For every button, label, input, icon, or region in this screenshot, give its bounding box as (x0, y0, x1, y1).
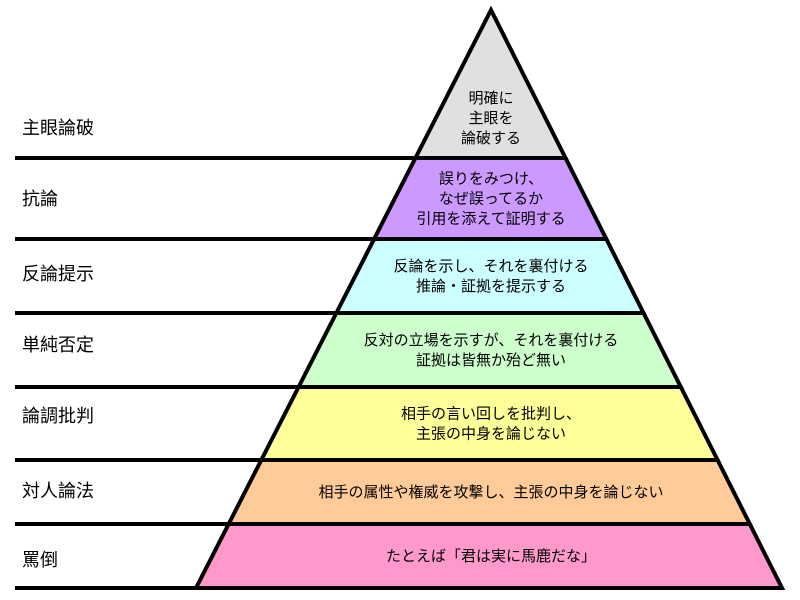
tier-description: たとえば「君は実に馬鹿だな」 (386, 547, 596, 565)
tier-description: 論破する (461, 129, 521, 147)
level-label: 罵倒 (22, 550, 58, 571)
pyramid-tier: 論調批判 相手の言い回しを批判し、主張の中身を論じない (15, 385, 721, 462)
tier-description: 証拠は皆無か殆ど無い (416, 351, 566, 369)
tier-description: 反対の立場を示すが、それを裏付ける (364, 331, 619, 349)
tier-shape (258, 385, 721, 462)
tier-description: 相手の属性や権威を攻撃し、主張の中身を論じない (318, 483, 663, 501)
tier-description: なぜ誤ってるか (439, 190, 543, 208)
tier-description: 反論を示し、それを裏付ける (393, 257, 588, 275)
tier-description: 誤りをみつけ、 (439, 170, 543, 188)
tier-description: 引用を添えて証明する (416, 210, 565, 228)
tier-description: 主眼を (468, 109, 513, 127)
tier-shape (295, 311, 685, 389)
pyramid-tier: 罵倒 たとえば「君は実に馬鹿だな」 (15, 522, 786, 590)
level-label: 抗論 (22, 189, 58, 210)
tier-description: 相手の言い回しを批判し、 (401, 405, 581, 423)
pyramid-tier: 対人論法 相手の属性や権威を攻撃し、主張の中身を論じない (15, 458, 754, 526)
tier-shape (192, 522, 786, 590)
level-label: 論調批判 (22, 406, 94, 427)
tier-description: 推論・証拠を提示する (416, 277, 566, 295)
level-label: 反論提示 (22, 264, 94, 285)
tier-description: 明確に (468, 89, 513, 107)
level-label: 単純否定 (22, 335, 94, 356)
level-label: 対人論法 (22, 481, 94, 502)
tier-description: 主張の中身を論じない (416, 425, 566, 443)
level-label: 主眼論破 (22, 118, 94, 139)
tier-shape (333, 237, 647, 315)
